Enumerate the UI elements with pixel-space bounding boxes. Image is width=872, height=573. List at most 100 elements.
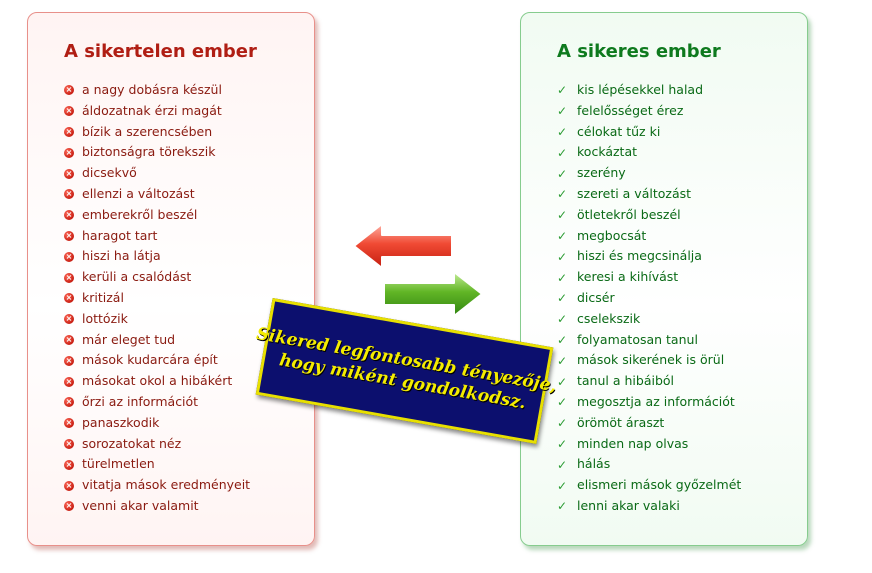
unsuccessful-item-label: hiszi ha látja	[82, 248, 161, 264]
successful-item-label: tanul a hibáiból	[577, 373, 675, 389]
successful-item: ✓elismeri mások győzelmét	[557, 475, 741, 496]
x-circle-icon: ×	[64, 334, 74, 345]
x-circle-icon: ×	[64, 126, 74, 137]
unsuccessful-item: ×lottózik	[64, 309, 250, 330]
x-circle-icon: ×	[64, 272, 74, 283]
unsuccessful-title: A sikertelen ember	[64, 41, 257, 62]
x-circle-icon: ×	[64, 230, 74, 241]
successful-item-label: folyamatosan tanul	[577, 331, 698, 347]
check-icon: ✓	[557, 124, 568, 139]
right-arrow-icon	[383, 271, 483, 317]
unsuccessful-item-label: venni akar valamit	[82, 497, 199, 513]
successful-item-label: szereti a változást	[577, 185, 692, 201]
unsuccessful-item: ×kerüli a csalódást	[64, 267, 250, 288]
unsuccessful-item-label: ellenzi a változást	[82, 185, 195, 201]
unsuccessful-item: × bízik a szerencsében	[64, 122, 250, 143]
successful-item-label: ötletekről beszél	[577, 206, 681, 222]
left-arrow-icon	[353, 223, 453, 269]
successful-item: ✓kockáztat	[557, 142, 741, 163]
successful-item-label: dicsér	[577, 289, 615, 305]
unsuccessful-item: × a nagy dobásra készül	[64, 80, 250, 101]
check-icon: ✓	[557, 270, 568, 285]
unsuccessful-item-label: mások kudarcára épít	[82, 352, 218, 368]
unsuccessful-item: × dicsekvő	[64, 163, 250, 184]
successful-item-label: hálás	[577, 456, 611, 472]
unsuccessful-item-label: a nagy dobásra készül	[82, 82, 222, 97]
x-circle-icon: ×	[64, 501, 74, 512]
unsuccessful-item-label: bízik a szerencsében	[82, 123, 213, 139]
x-circle-icon: ×	[64, 418, 74, 429]
unsuccessful-panel: A sikertelen ember × a nagy dobásra készü…	[27, 12, 315, 546]
successful-item: ✓ dicsér	[557, 288, 741, 309]
successful-item: ✓ célokat tűz ki	[557, 122, 741, 143]
unsuccessful-item: ×sorozatokat néz	[64, 434, 250, 455]
unsuccessful-item: × vitatja mások eredményeit	[64, 475, 250, 496]
successful-item-label: megosztja az információt	[577, 393, 735, 409]
successful-item-label: szerény	[577, 165, 626, 181]
successful-item: ✓ mások sikerének is örül	[557, 350, 741, 371]
unsuccessful-item: ×emberekről beszél	[64, 205, 250, 226]
successful-item: ✓ tanul a hibáiból	[557, 371, 741, 392]
unsuccessful-item: × mások kudarcára épít	[64, 350, 250, 371]
x-circle-icon: ×	[64, 438, 74, 449]
unsuccessful-item-label: emberekről beszél	[82, 206, 198, 222]
check-icon: ✓	[557, 228, 568, 243]
x-circle-icon: ×	[64, 355, 74, 366]
successful-item: ✓ felelősséget érez	[557, 101, 741, 122]
check-icon: ✓	[557, 291, 568, 306]
check-icon: ✓	[557, 208, 568, 223]
successful-item: ✓ megbocsát	[557, 226, 741, 247]
successful-item-label: lenni akar valaki	[577, 497, 680, 513]
unsuccessful-item-label: vitatja mások eredményeit	[82, 477, 251, 493]
successful-item: ✓ minden nap olvas	[557, 434, 741, 455]
successful-item-label: célokat tűz ki	[577, 123, 661, 139]
check-icon: ✓	[557, 249, 568, 264]
x-circle-icon: ×	[64, 85, 74, 96]
successful-item-label: felelősséget érez	[577, 102, 684, 118]
unsuccessful-item-label: dicsekvő	[82, 165, 137, 181]
check-icon: ✓	[557, 353, 568, 368]
successful-item-label: megbocsát	[577, 227, 647, 243]
successful-item: ✓örömöt áraszt	[557, 413, 741, 434]
successful-item: ✓ megosztja az információt	[557, 392, 741, 413]
check-icon: ✓	[557, 332, 568, 347]
check-icon: ✓	[557, 374, 568, 389]
x-circle-icon: ×	[64, 251, 74, 262]
successful-item: ✓szereti a változást	[557, 184, 741, 205]
x-circle-icon: ×	[64, 376, 74, 387]
unsuccessful-item: ×panaszkodik	[64, 413, 250, 434]
unsuccessful-item-label: áldozatnak érzi magát	[82, 102, 222, 118]
successful-item: ✓cselekszik	[557, 309, 741, 330]
successful-item-label: hiszi és megcsinálja	[577, 248, 702, 264]
successful-item-label: minden nap olvas	[577, 435, 689, 451]
unsuccessful-item-label: másokat okol a hibákért	[82, 373, 233, 389]
unsuccessful-item: ×haragot tart	[64, 226, 250, 247]
x-circle-icon: ×	[64, 480, 74, 491]
check-icon: ✓	[557, 166, 568, 181]
x-circle-icon: ×	[64, 168, 74, 179]
successful-item-label: elismeri mások győzelmét	[577, 477, 742, 493]
successful-item-label: keresi a kihívást	[577, 269, 679, 285]
check-icon: ✓	[557, 499, 568, 514]
x-circle-icon: ×	[64, 147, 74, 158]
check-icon: ✓	[557, 312, 568, 327]
check-icon: ✓	[557, 436, 568, 451]
unsuccessful-item-label: kritizál	[82, 289, 124, 305]
successful-item-label: kockáztat	[577, 144, 638, 160]
unsuccessful-item: × másokat okol a hibákért	[64, 371, 250, 392]
successful-item-label: mások sikerének is örül	[577, 352, 725, 368]
x-circle-icon: ×	[64, 189, 74, 200]
unsuccessful-item-label: türelmetlen	[82, 456, 155, 472]
check-icon: ✓	[557, 395, 568, 410]
successful-item-label: kis lépésekkel halad	[577, 82, 704, 97]
x-circle-icon: ×	[64, 293, 74, 304]
check-icon: ✓	[557, 104, 568, 119]
unsuccessful-item: × hiszi ha látja	[64, 246, 250, 267]
successful-item: ✓ ötletekről beszél	[557, 205, 741, 226]
successful-item: ✓ hiszi és megcsinálja	[557, 246, 741, 267]
x-circle-icon: ×	[64, 314, 74, 325]
successful-item-label: örömöt áraszt	[577, 414, 665, 430]
unsuccessful-item: ×áldozatnak érzi magát	[64, 101, 250, 122]
unsuccessful-list: ×a nagy dobásra készül×áldozatnak érzi m…	[64, 80, 250, 517]
successful-item: ✓kis lépésekkel halad	[557, 80, 741, 101]
